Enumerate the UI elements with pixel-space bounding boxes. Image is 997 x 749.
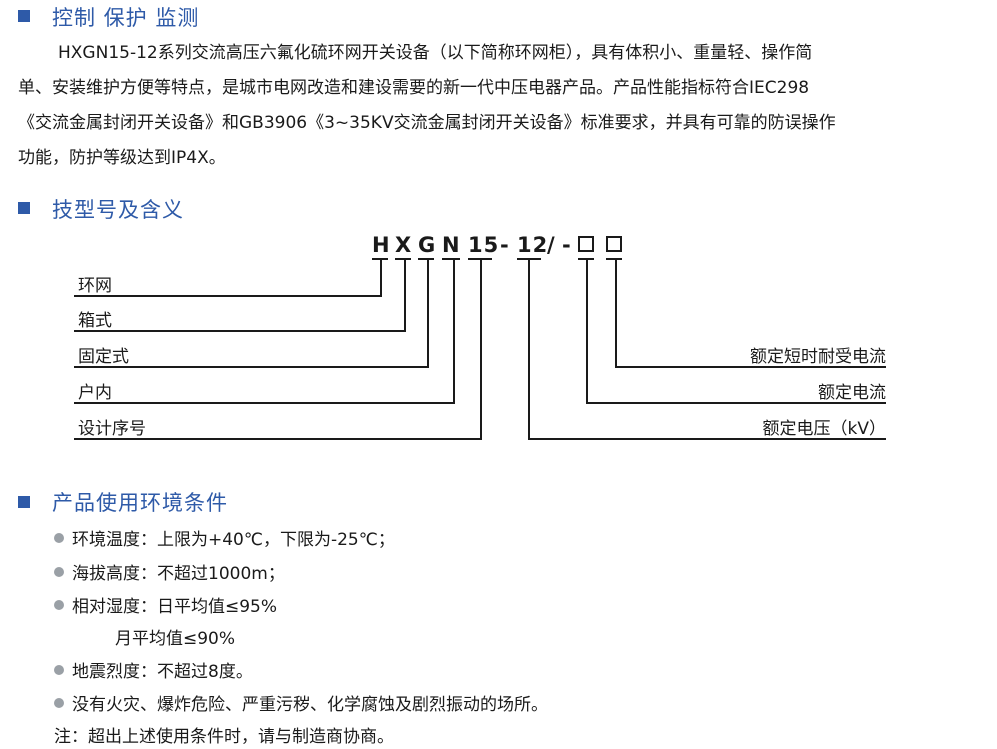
label-underline: [74, 438, 482, 440]
right-label-rated-voltage: 额定电压（kV）: [762, 419, 886, 439]
env-item-temperature: 环境温度：上限为+40℃，下限为-25℃；: [72, 530, 395, 550]
leader-line: [453, 259, 455, 403]
left-label-ring: 环网: [78, 276, 112, 296]
section-marker-icon: [18, 202, 30, 214]
label-underline: [74, 402, 455, 404]
model-code-char: N: [442, 233, 461, 257]
model-code-char: 12: [517, 233, 549, 257]
left-label-design-number: 设计序号: [78, 419, 146, 439]
section-marker-icon: [18, 496, 30, 508]
model-code-char: -: [562, 233, 572, 257]
env-item-humidity-month: 月平均值≤90%: [115, 629, 236, 649]
leader-line: [380, 259, 382, 296]
model-code-char: H: [372, 233, 391, 257]
intro-line: 功能，防护等级达到IP4X。: [18, 148, 226, 168]
label-underline: [615, 366, 886, 368]
leader-line: [427, 259, 429, 367]
intro-paragraph: HXGN15-12系列交流高压六氟化硫环网开关设备（以下简称环网柜），具有体积小…: [18, 36, 988, 176]
code-tick: [606, 258, 622, 260]
model-code-char: X: [395, 233, 413, 257]
left-label-indoor: 户内: [78, 383, 112, 403]
model-code-char: /: [547, 233, 556, 257]
leader-line: [404, 259, 406, 331]
env-item-altitude: 海拔高度：不超过1000m；: [72, 564, 285, 584]
leader-line: [528, 259, 530, 439]
label-underline: [586, 402, 886, 404]
model-code-char: -: [500, 233, 510, 257]
model-code-box: [606, 236, 622, 252]
code-tick: [395, 258, 411, 260]
right-label-rated-current: 额定电流: [818, 383, 886, 403]
model-code-box: [578, 236, 594, 252]
env-item-hazards: 没有火灾、爆炸危险、严重污秽、化学腐蚀及剧烈振动的场所。: [72, 695, 548, 715]
bullet-icon: [54, 600, 64, 610]
intro-line: HXGN15-12系列交流高压六氟化硫环网开关设备（以下简称环网柜），具有体积小…: [58, 43, 813, 63]
left-label-box: 箱式: [78, 311, 112, 331]
env-item-seismic: 地震烈度：不超过8度。: [72, 662, 253, 682]
code-tick: [442, 258, 460, 260]
section-marker-icon: [18, 10, 30, 22]
bullet-icon: [54, 698, 64, 708]
leader-line: [480, 259, 482, 439]
model-code-char: G: [418, 233, 437, 257]
left-label-fixed: 固定式: [78, 347, 129, 367]
label-underline: [74, 330, 406, 332]
code-tick: [418, 258, 434, 260]
bullet-icon: [54, 567, 64, 577]
section-title-environment: 产品使用环境条件: [52, 491, 228, 515]
intro-line: 单、安装维护方便等特点，是城市电网改造和建设需要的新一代中压电器产品。产品性能指…: [18, 78, 810, 98]
leader-line: [586, 259, 588, 403]
label-underline: [528, 438, 886, 440]
env-note: 注：超出上述使用条件时，请与制造商协商。: [54, 727, 394, 747]
right-label-short-time-current: 额定短时耐受电流: [750, 347, 886, 367]
env-item-humidity: 相对湿度：日平均值≤95%: [72, 597, 278, 617]
leader-line: [615, 259, 617, 367]
intro-line: 《交流金属封闭开关设备》和GB3906《3~35KV交流金属封闭开关设备》标准要…: [18, 113, 836, 133]
section-title-model: 技型号及含义: [52, 198, 184, 222]
bullet-icon: [54, 533, 64, 543]
label-underline: [74, 366, 429, 368]
model-code-char: 15: [468, 233, 500, 257]
section-title-control: 控制 保护 监测: [52, 6, 200, 30]
label-underline: [74, 295, 382, 297]
bullet-icon: [54, 665, 64, 675]
